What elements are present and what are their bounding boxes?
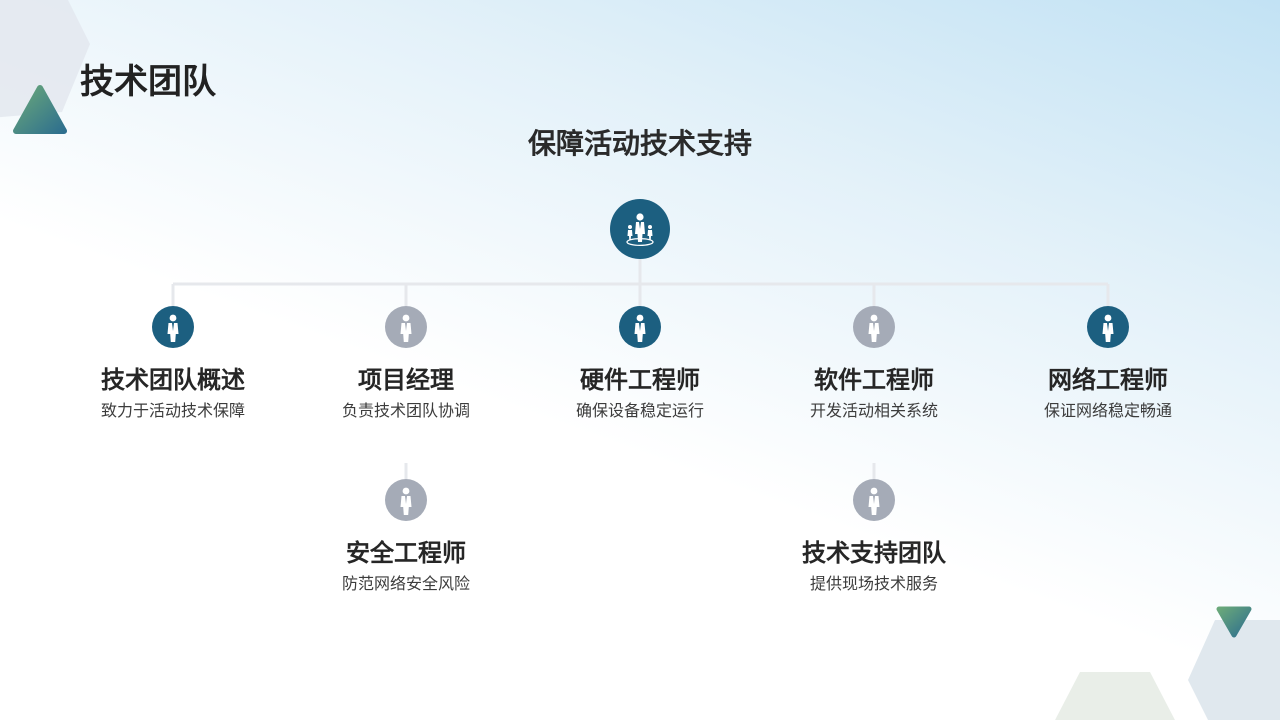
decorative-triangle-top-left: [13, 85, 67, 134]
person-icon: [634, 314, 646, 342]
node-title: 软件工程师: [814, 366, 934, 394]
node-circle: [853, 479, 895, 521]
person-icon: [167, 314, 179, 342]
node-circle: [385, 479, 427, 521]
root-node: [610, 199, 670, 259]
node-title: 安全工程师: [346, 539, 466, 567]
node-description: 确保设备稳定运行: [575, 401, 704, 420]
node-tech-team-overview: 技术团队概述 致力于活动技术保障: [63, 306, 283, 423]
person-icon: [400, 314, 412, 342]
node-security-engineer: 安全工程师 防范网络安全风险: [296, 479, 516, 596]
node-circle: [1087, 306, 1129, 348]
node-title: 硬件工程师: [580, 366, 700, 394]
node-hardware-engineer: 硬件工程师 确保设备稳定运行: [530, 306, 750, 423]
node-circle: [853, 306, 895, 348]
node-circle: [385, 306, 427, 348]
node-network-engineer: 网络工程师 保证网络稳定畅通: [998, 306, 1218, 423]
node-title: 网络工程师: [1048, 366, 1168, 394]
node-description: 防范网络安全风险: [341, 574, 470, 593]
node-description: 保证网络稳定畅通: [1043, 401, 1172, 420]
node-tech-support-team: 技术支持团队 提供现场技术服务: [764, 479, 984, 596]
decorative-triangle-bottom-right: [1216, 606, 1252, 638]
people-group-icon: [626, 213, 654, 247]
node-project-manager: 项目经理 负责技术团队协调: [296, 306, 516, 423]
node-description: 致力于活动技术保障: [100, 401, 245, 420]
node-description: 提供现场技术服务: [809, 574, 938, 593]
person-icon: [868, 487, 880, 515]
node-title: 技术团队概述: [101, 366, 245, 394]
page-title: 技术团队: [80, 62, 216, 102]
decorative-hexagon-bottom-center: [1055, 672, 1175, 720]
decorative-hexagon-bottom-right: [1188, 620, 1280, 720]
person-icon: [400, 487, 412, 515]
person-icon: [1102, 314, 1114, 342]
node-description: 负责技术团队协调: [341, 401, 470, 420]
person-icon: [868, 314, 880, 342]
decorative-hexagon-top-left: [0, 0, 90, 118]
node-software-engineer: 软件工程师 开发活动相关系统: [764, 306, 984, 423]
node-circle: [619, 306, 661, 348]
node-description: 开发活动相关系统: [809, 401, 938, 420]
chart-title: 保障活动技术支持: [527, 127, 752, 160]
node-title: 项目经理: [358, 366, 454, 394]
node-title: 技术支持团队: [802, 539, 946, 567]
node-circle: [152, 306, 194, 348]
